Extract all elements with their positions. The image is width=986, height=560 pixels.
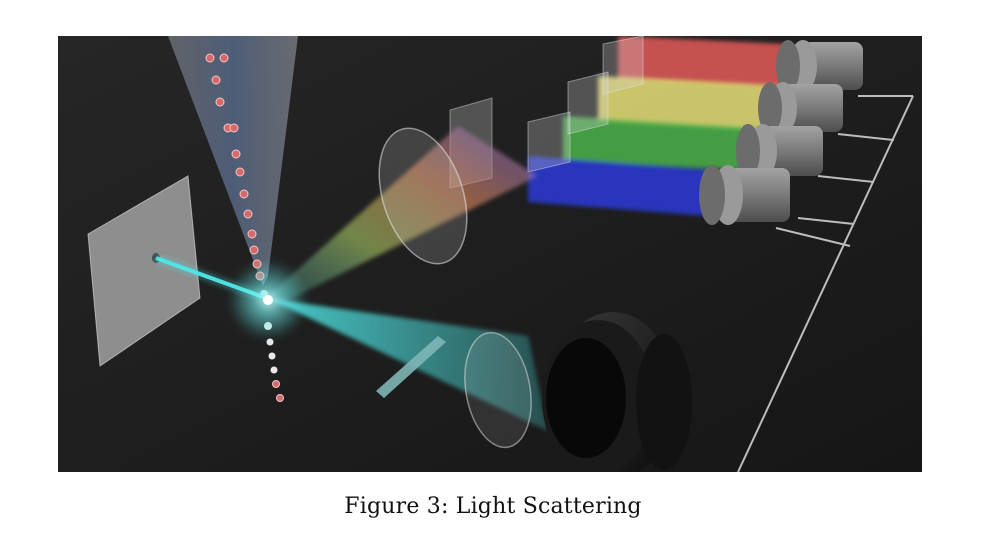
- side-scatter-cone: [266, 126, 538, 304]
- collection-lens: [378, 127, 468, 265]
- forward-scatter-detector: [542, 312, 692, 472]
- detector-green: [736, 124, 823, 178]
- channel-red: [618, 36, 788, 88]
- detector-yellow: [758, 82, 843, 134]
- forward-scatter-cone: [266, 298, 548, 431]
- channel-blue: [528, 156, 708, 216]
- fluorescence-detectors: [699, 40, 863, 225]
- channel-yellow: [598, 76, 778, 132]
- figure-caption: Figure 3: Light Scattering: [344, 494, 642, 519]
- fluorescence-channels: [528, 36, 788, 216]
- light-scattering-illustration: [58, 36, 922, 472]
- detector-red: [776, 40, 863, 92]
- beam-block-plate: [87, 175, 201, 367]
- detector-frame-lines: [737, 95, 914, 472]
- lower-particles: [272, 380, 284, 402]
- channel-green: [563, 116, 768, 172]
- flow-nozzle: [168, 36, 298, 286]
- forward-lens: [464, 331, 532, 449]
- obscuration-bar: [376, 336, 446, 398]
- detector-blue: [699, 165, 790, 225]
